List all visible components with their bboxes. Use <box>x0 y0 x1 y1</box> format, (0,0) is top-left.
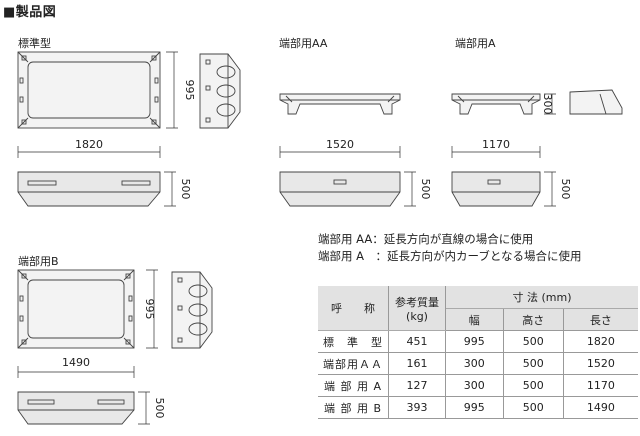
end-b-front-view: 500 <box>17 391 166 425</box>
end-a-front-view: 500 <box>451 171 572 207</box>
note-end-a: 端部用 A ：延長方向が内カーブとなる場合に使用 <box>318 249 582 263</box>
row-name: 端 部 用 B <box>318 396 389 419</box>
dim-a-side: 300 <box>541 94 554 115</box>
row-weight: 393 <box>388 396 446 419</box>
end-b-top-view <box>17 269 135 349</box>
label-end-b: 端部用B <box>18 255 59 268</box>
row-name: 端部用ＡＡ <box>318 352 389 375</box>
note-end-aa: 端部用 AA：延長方向が直線の場合に使用 <box>318 232 534 246</box>
label-end-aa: 端部用AA <box>279 37 328 50</box>
row-weight: 161 <box>388 352 446 375</box>
dim-a-height: 500 <box>559 179 572 200</box>
th-dims: 寸 法 (mm) <box>445 286 638 309</box>
row-height: 500 <box>503 374 564 397</box>
table-row: 端 部 用 B 393 995 500 1490 <box>318 396 638 419</box>
th-name: 呼 称 <box>318 286 389 331</box>
row-height: 500 <box>503 352 564 375</box>
dim-aa-width: 1520 <box>326 138 354 151</box>
dim-b-width: 1490 <box>62 356 90 369</box>
dim-std-depth: 995 <box>183 80 196 101</box>
dim-b-height: 500 <box>153 398 166 419</box>
end-a-length-dim: 1170 <box>451 138 541 158</box>
row-length: 1520 <box>563 352 638 375</box>
end-b-side-view <box>171 271 213 349</box>
row-name: 端 部 用 A <box>318 374 389 397</box>
row-length: 1490 <box>563 396 638 419</box>
row-width: 995 <box>445 396 504 419</box>
section-title: ■製品図 <box>3 5 57 20</box>
dim-b-depth: 995 <box>143 299 156 320</box>
standard-length-dim: 1820 <box>17 138 161 158</box>
row-name: 標 準 型 <box>318 330 389 353</box>
table-row: 標 準 型 451 995 500 1820 <box>318 330 638 353</box>
end-aa-top-view <box>279 93 401 115</box>
dim-std-width: 1820 <box>75 138 103 151</box>
end-aa-length-dim: 1520 <box>279 138 401 158</box>
row-length: 1170 <box>563 374 638 397</box>
row-width: 300 <box>445 374 504 397</box>
end-a-top-view: 300 <box>451 94 556 115</box>
label-standard: 標準型 <box>18 37 51 50</box>
dim-aa-height: 500 <box>419 179 432 200</box>
th-weight-unit: (kg) <box>406 309 428 323</box>
end-b-depth-dim: 995 <box>143 269 158 349</box>
end-a-side-view <box>569 89 623 115</box>
standard-top-view <box>17 51 161 129</box>
standard-front-view: 500 <box>17 171 192 207</box>
row-weight: 451 <box>388 330 446 353</box>
table-row: 端部用ＡＡ 161 300 500 1520 <box>318 352 638 375</box>
row-length: 1820 <box>563 330 638 353</box>
row-height: 500 <box>503 330 564 353</box>
row-width: 995 <box>445 330 504 353</box>
end-aa-front-view: 500 <box>279 171 432 207</box>
standard-side-view <box>199 53 241 129</box>
th-length: 長さ <box>563 308 638 331</box>
th-height: 高さ <box>503 308 564 331</box>
spec-table: 呼 称 参考質量 (kg) 寸 法 (mm) 幅 高さ 長さ 標 準 型 451… <box>318 286 638 419</box>
row-weight: 127 <box>388 374 446 397</box>
dim-std-height: 500 <box>179 179 192 200</box>
row-width: 300 <box>445 352 504 375</box>
dim-a-width: 1170 <box>482 138 510 151</box>
th-weight-label: 参考質量 <box>395 295 439 309</box>
standard-depth-dim: 995 <box>166 51 196 129</box>
label-end-a: 端部用A <box>455 37 496 50</box>
th-width: 幅 <box>445 308 504 331</box>
row-height: 500 <box>503 396 564 419</box>
table-row: 端 部 用 A 127 300 500 1170 <box>318 374 638 397</box>
end-b-length-dim: 1490 <box>17 356 135 378</box>
th-weight: 参考質量 (kg) <box>388 286 446 331</box>
